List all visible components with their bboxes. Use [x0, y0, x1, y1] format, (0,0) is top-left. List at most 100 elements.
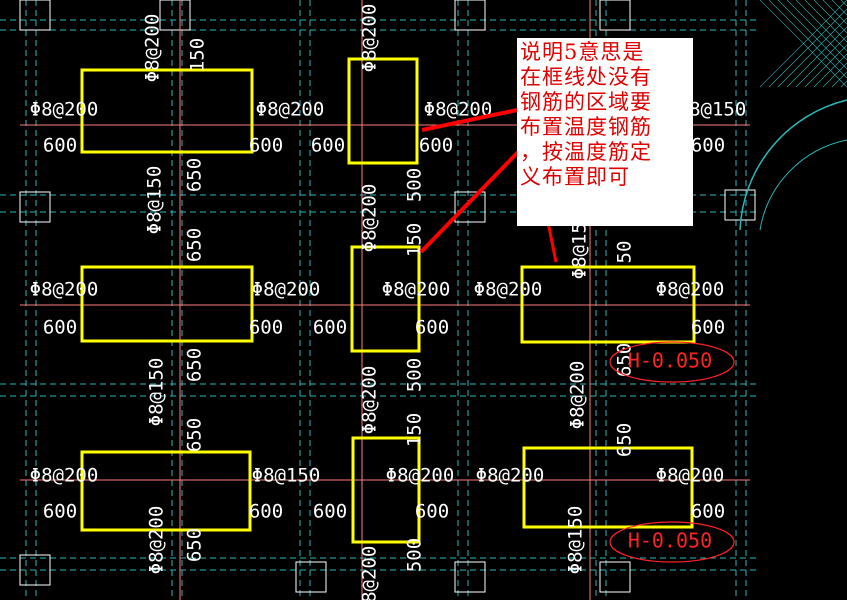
callout-arrow: [419, 148, 522, 254]
dim-600: 600: [415, 317, 449, 339]
dim-600: 600: [415, 501, 449, 523]
rebar-label: Φ8@200: [382, 279, 451, 301]
rebar-label: Φ8@200: [474, 279, 543, 301]
dim-label-vertical: 150: [187, 38, 209, 72]
hatch-line: [804, 0, 847, 43]
rebar-label: Φ8@200: [424, 99, 493, 121]
highlight-box: [350, 245, 421, 353]
annotation-line: 在框线处没有: [520, 65, 652, 89]
column-square: [19, 554, 51, 586]
dim-600: 600: [419, 135, 453, 157]
dim-label-vertical: 650: [184, 418, 206, 452]
rebar-label: Φ8@150: [678, 99, 747, 121]
dim-600: 600: [691, 135, 725, 157]
column-square: [295, 561, 327, 593]
elevation-ellipse: [609, 521, 735, 563]
dim-600: 600: [691, 501, 725, 523]
rebar-label-vertical: Φ8@200: [142, 14, 164, 83]
hatch-line: [777, 0, 847, 70]
hatch-line: [768, 8, 847, 88]
column-square: [159, 0, 191, 31]
dim-600: 600: [43, 501, 77, 523]
column-square: [19, 191, 51, 223]
column-square: [19, 0, 51, 31]
callout-arrow: [421, 108, 518, 132]
callout-arrow: [546, 221, 558, 263]
hatch-line: [786, 0, 847, 61]
rebar-label: Φ8@200: [386, 465, 455, 487]
annotation-line: 说明5意思是: [520, 40, 645, 64]
hatch-line: [777, 17, 847, 88]
rebar-label-vertical: Φ8@150: [144, 166, 166, 235]
highlight-box: [351, 436, 421, 544]
hatch-line: [822, 0, 847, 25]
hatch-line: [804, 44, 847, 88]
dim-label-vertical: 500: [404, 168, 426, 202]
dim-label-vertical: 150: [404, 413, 426, 447]
hatch-line: [795, 35, 847, 88]
highlight-box: [520, 265, 696, 344]
highlight-box: [80, 450, 252, 532]
dim-600: 600: [691, 317, 725, 339]
highlight-box: [80, 265, 254, 343]
rebar-label: Φ8@200: [30, 279, 99, 301]
highlight-box: [347, 57, 419, 165]
highlight-box: [522, 446, 694, 529]
hatch-line: [831, 71, 847, 88]
column-square: [454, 191, 486, 223]
hatch-line: [813, 53, 847, 88]
dim-600: 600: [249, 501, 283, 523]
dim-label-vertical: 650: [614, 423, 636, 457]
elevation-ellipse: [609, 341, 735, 383]
rebar-label-vertical: Φ8@150: [565, 506, 587, 575]
annotation-line: 义布置即可: [520, 165, 630, 189]
dim-600: 600: [43, 317, 77, 339]
dim-600: 600: [249, 135, 283, 157]
column-square: [454, 561, 486, 593]
column-square: [599, 561, 631, 593]
rebar-label-vertical: Φ8@150: [146, 358, 168, 427]
hatch-line: [786, 26, 847, 88]
hatch-line: [831, 0, 847, 16]
hatch-line: [759, 0, 847, 88]
annotation-line: 布置温度钢筋: [520, 115, 652, 139]
dim-label-vertical: 500: [404, 358, 426, 392]
annotation-line: ，按温度筋定: [520, 140, 652, 164]
rebar-label-vertical: Φ8@200: [359, 546, 381, 600]
hatch-line: [795, 0, 847, 52]
arc-edge: [759, 139, 847, 231]
dim-label-vertical: 650: [184, 228, 206, 262]
annotation-line: 钢筋的区域要: [520, 90, 652, 114]
rebar-label-vertical: Φ8@200: [359, 184, 381, 253]
dim-label-vertical: 150: [404, 223, 426, 257]
rebar-label: Φ8@200: [476, 465, 545, 487]
highlight-box: [80, 68, 254, 154]
elevation-label: H-0.050: [628, 349, 712, 373]
rebar-label: Φ8@200: [656, 279, 725, 301]
arc-edge: [739, 99, 847, 231]
dim-600: 600: [249, 317, 283, 339]
dim-600: 600: [313, 501, 347, 523]
hatch-line: [840, 80, 847, 88]
column-square: [599, 0, 631, 31]
annotation-callout: 说明5意思是 在框线处没有 钢筋的区域要 布置温度钢筋 ，按温度筋定 义布置即可: [517, 38, 693, 226]
rebar-label-vertical: Φ8@150: [569, 211, 591, 280]
dim-label-vertical: 500: [404, 538, 426, 572]
column-square: [454, 0, 486, 31]
rebar-label-vertical: Φ8@200: [359, 366, 381, 435]
hatch-line: [840, 0, 847, 7]
dim-label-vertical: 650: [184, 158, 206, 192]
dim-label-vertical: 50: [614, 241, 636, 264]
rebar-label: Φ8@200: [30, 465, 99, 487]
hatch-line: [768, 0, 847, 79]
dim-600: 600: [43, 135, 77, 157]
dim-600: 600: [311, 135, 345, 157]
dim-600: 600: [313, 317, 347, 339]
dim-label-vertical: 650: [184, 348, 206, 382]
rebar-label: Φ8@200: [252, 279, 321, 301]
elevation-label: H-0.050: [628, 529, 712, 553]
rebar-label-vertical: Φ8@200: [359, 4, 381, 73]
rebar-label-vertical: Φ8@200: [567, 361, 589, 430]
